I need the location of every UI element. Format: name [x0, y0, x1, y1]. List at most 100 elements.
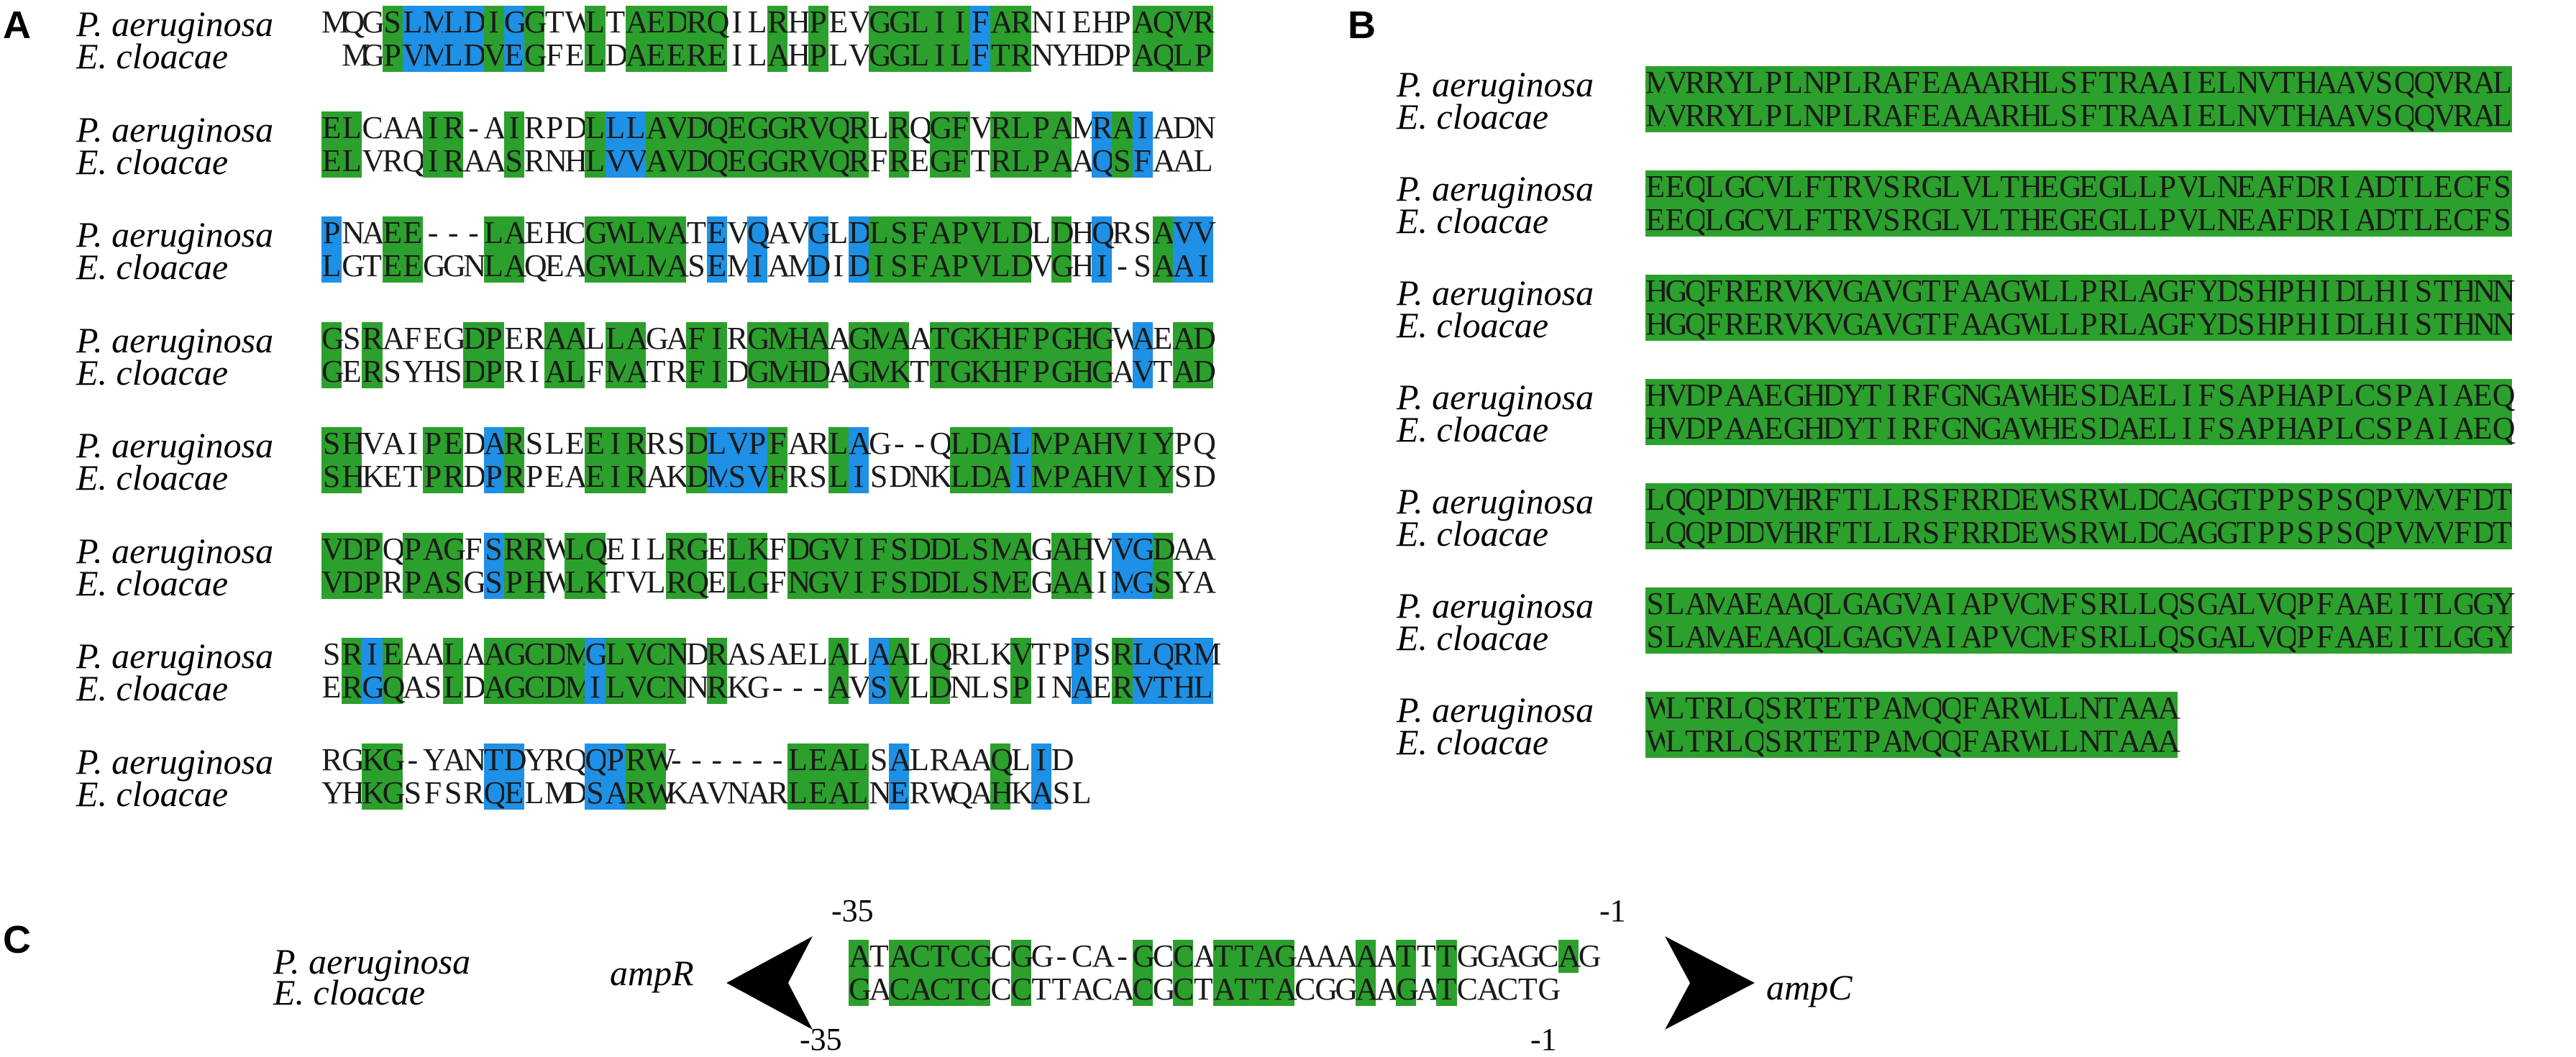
residue: L — [726, 531, 747, 567]
residue: S — [1763, 723, 1783, 759]
residue: R — [889, 109, 910, 145]
residue: H — [1071, 531, 1095, 567]
residue: S — [2078, 619, 2098, 654]
residue: V — [625, 564, 649, 600]
residue: R — [362, 353, 383, 389]
residue: K — [666, 774, 689, 810]
residue: G — [2059, 202, 2082, 237]
residue: N — [2472, 273, 2496, 308]
residue: V — [1960, 169, 1984, 204]
residue: H — [2019, 98, 2043, 133]
residue: A — [929, 248, 953, 283]
residue: P — [2275, 306, 2296, 342]
residue: S — [424, 669, 442, 705]
residue: E — [706, 37, 727, 73]
residue: Q — [1684, 306, 1708, 342]
residue: F — [1940, 515, 1961, 550]
residue: S — [1881, 169, 1902, 204]
residue: H — [990, 320, 1013, 356]
residue: R — [625, 741, 647, 777]
residue: L — [1881, 515, 1902, 550]
sequence-row-bottom: WLTRLQSRTETPAMQQFARWLLNTAAA — [1645, 723, 2180, 759]
residue: R — [787, 142, 809, 178]
residue: T — [2236, 482, 2257, 517]
residue: Q — [382, 531, 406, 567]
residue: A — [382, 320, 406, 356]
residue: L — [2118, 202, 2138, 237]
residue: C — [1173, 938, 1195, 974]
residue: E — [606, 531, 626, 567]
residue: D — [929, 564, 953, 600]
residue: H — [1645, 306, 1668, 342]
residue: P — [1113, 4, 1131, 40]
residue: Q — [1684, 169, 1708, 204]
residue: F — [686, 353, 707, 389]
residue: L — [605, 109, 626, 145]
residue: R — [1901, 202, 1923, 237]
residue: E — [382, 248, 403, 283]
residue: G — [1517, 938, 1540, 974]
residue: V — [1092, 531, 1115, 567]
residue: T — [1842, 482, 1863, 517]
species-label-top: P. aeruginosa — [1397, 690, 1594, 730]
residue: F — [1803, 202, 1823, 237]
residue: L — [2059, 690, 2079, 726]
residue: A — [2334, 619, 2358, 654]
residue: N — [666, 636, 689, 672]
residue: A — [909, 971, 933, 1007]
residue: E — [382, 636, 403, 672]
residue: A — [746, 774, 770, 810]
residue: R — [443, 142, 465, 178]
residue: L — [910, 636, 929, 672]
residue: G — [1783, 378, 1807, 413]
residue: E — [910, 142, 929, 178]
residue: N — [463, 741, 487, 777]
residue: Q — [949, 774, 973, 810]
residue: H — [1092, 426, 1115, 461]
residue: P — [2157, 169, 2178, 204]
residue: V — [1862, 202, 1886, 237]
residue: P — [1862, 690, 1882, 726]
residue: F — [2177, 273, 2197, 308]
residue: G — [2196, 515, 2220, 550]
residue: F — [2472, 169, 2493, 204]
residue: G — [1901, 306, 1924, 342]
residue: P — [422, 426, 444, 461]
residue: A — [1724, 586, 1748, 621]
residue: A — [1132, 320, 1156, 356]
residue: F — [545, 37, 564, 73]
residue: L — [1172, 37, 1194, 73]
residue: G — [1842, 306, 1865, 342]
residue: D — [1822, 378, 1846, 413]
residue: N — [2216, 169, 2240, 204]
residue: G — [686, 531, 710, 567]
residue: R — [787, 109, 809, 145]
residue: S — [2236, 273, 2257, 308]
ampc-arrow-icon — [1665, 936, 1755, 1030]
species-label-bottom: E. cloacae — [76, 773, 229, 814]
residue: A — [2355, 619, 2378, 654]
residue: A — [2413, 411, 2437, 446]
residue: R — [1724, 306, 1745, 342]
residue: K — [746, 531, 770, 567]
residue: E — [402, 248, 423, 283]
residue: A — [808, 320, 831, 356]
residue: A — [666, 320, 689, 356]
residue: F — [768, 531, 787, 567]
residue: P — [2078, 306, 2098, 342]
residue: Y — [1842, 378, 1865, 413]
residue: A — [402, 669, 426, 705]
residue: P — [2295, 586, 2316, 621]
residue: H — [2295, 98, 2319, 133]
residue: E — [2078, 202, 2098, 237]
residue: G — [2216, 515, 2240, 550]
residue: I — [2334, 203, 2355, 237]
residue: A — [402, 109, 426, 145]
residue: L — [625, 215, 646, 250]
residue: A — [1960, 586, 1984, 621]
residue: F — [1940, 306, 1961, 342]
residue: C — [1072, 938, 1093, 974]
